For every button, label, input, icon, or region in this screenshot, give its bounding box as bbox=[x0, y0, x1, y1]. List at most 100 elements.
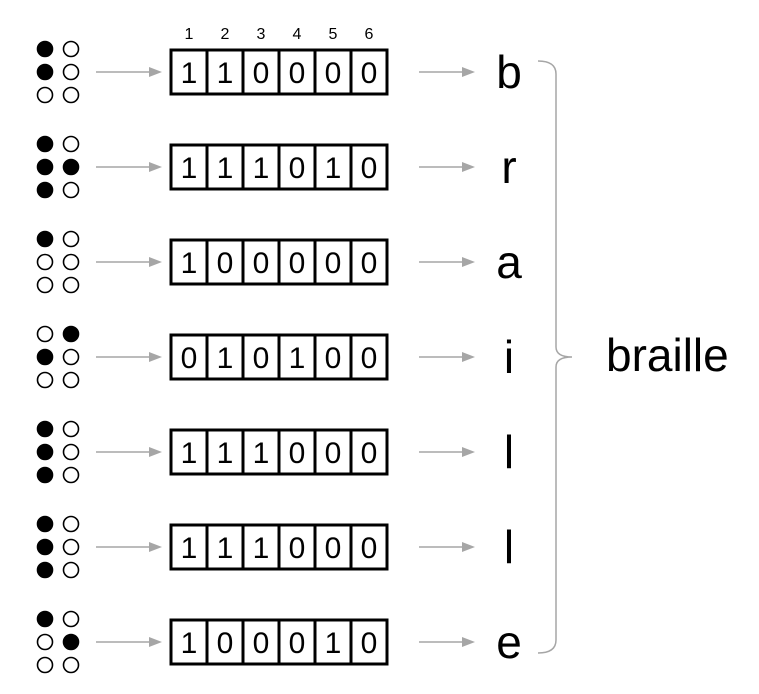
column-number-label: 6 bbox=[365, 26, 374, 43]
raised-dot-icon bbox=[36, 230, 54, 248]
arrow-right-icon bbox=[462, 637, 475, 647]
bit-value: 1 bbox=[217, 152, 234, 185]
raised-dot-icon bbox=[36, 466, 54, 484]
column-number-label: 3 bbox=[257, 26, 266, 43]
flat-dot-icon bbox=[36, 325, 54, 343]
bit-value: 0 bbox=[361, 437, 378, 470]
decoded-letter: l bbox=[504, 521, 514, 573]
bit-value: 1 bbox=[217, 57, 234, 90]
bit-value: 1 bbox=[217, 437, 234, 470]
bit-value: 0 bbox=[217, 627, 234, 660]
raised-dot-icon bbox=[36, 63, 54, 81]
arrow-right-icon bbox=[462, 542, 475, 552]
bit-value: 0 bbox=[289, 152, 306, 185]
bit-value: 1 bbox=[325, 627, 342, 660]
bit-value: 0 bbox=[361, 627, 378, 660]
raised-dot-icon bbox=[36, 443, 54, 461]
arrow-right-icon bbox=[462, 67, 475, 77]
flat-dot-icon bbox=[62, 276, 80, 294]
flat-dot-icon bbox=[62, 348, 80, 366]
raised-dot-icon bbox=[36, 135, 54, 153]
flat-dot-icon bbox=[62, 656, 80, 674]
bit-value: 1 bbox=[217, 532, 234, 565]
raised-dot-icon bbox=[62, 158, 80, 176]
flat-dot-icon bbox=[36, 633, 54, 651]
flat-dot-icon bbox=[62, 443, 80, 461]
flat-dot-icon bbox=[62, 40, 80, 58]
bit-value: 1 bbox=[253, 532, 270, 565]
flat-dot-icon bbox=[62, 610, 80, 628]
bit-value: 0 bbox=[325, 57, 342, 90]
raised-dot-icon bbox=[36, 610, 54, 628]
flat-dot-icon bbox=[36, 656, 54, 674]
arrow-right-icon bbox=[149, 352, 162, 362]
grouping-brace bbox=[537, 60, 573, 654]
arrow-right-icon bbox=[462, 162, 475, 172]
bit-value: 0 bbox=[325, 532, 342, 565]
raised-dot-icon bbox=[36, 515, 54, 533]
flat-dot-icon bbox=[62, 538, 80, 556]
raised-dot-icon bbox=[36, 181, 54, 199]
bit-value: 0 bbox=[181, 342, 198, 375]
bit-value: 0 bbox=[253, 247, 270, 280]
flat-dot-icon bbox=[62, 253, 80, 271]
arrow-right-icon bbox=[462, 257, 475, 267]
bit-value: 0 bbox=[217, 247, 234, 280]
bit-value: 1 bbox=[181, 247, 198, 280]
bit-value: 0 bbox=[325, 247, 342, 280]
flat-dot-icon bbox=[62, 135, 80, 153]
raised-dot-icon bbox=[62, 325, 80, 343]
raised-dot-icon bbox=[36, 538, 54, 556]
bit-value: 0 bbox=[289, 627, 306, 660]
bit-value: 0 bbox=[361, 532, 378, 565]
arrow-right-icon bbox=[149, 67, 162, 77]
arrow-right-icon bbox=[149, 637, 162, 647]
column-number-label: 1 bbox=[185, 26, 194, 43]
bit-value: 1 bbox=[253, 437, 270, 470]
decoded-letter: a bbox=[496, 236, 522, 288]
flat-dot-icon bbox=[36, 253, 54, 271]
result-word: braille bbox=[606, 329, 729, 381]
decoded-letter: b bbox=[496, 46, 522, 98]
flat-dot-icon bbox=[62, 561, 80, 579]
bit-value: 1 bbox=[217, 342, 234, 375]
bit-value: 0 bbox=[289, 247, 306, 280]
column-number-label: 5 bbox=[329, 26, 338, 43]
bit-value: 1 bbox=[253, 152, 270, 185]
bit-value: 1 bbox=[181, 152, 198, 185]
bit-value: 0 bbox=[361, 342, 378, 375]
decoded-letter: i bbox=[504, 331, 514, 383]
decoded-letter: l bbox=[504, 426, 514, 478]
bit-value: 0 bbox=[289, 57, 306, 90]
bit-value: 1 bbox=[181, 57, 198, 90]
bit-value: 1 bbox=[325, 152, 342, 185]
arrow-right-icon bbox=[462, 352, 475, 362]
flat-dot-icon bbox=[62, 371, 80, 389]
decoded-letter: e bbox=[496, 616, 522, 668]
bit-value: 0 bbox=[361, 247, 378, 280]
flat-dot-icon bbox=[62, 86, 80, 104]
bit-value: 0 bbox=[289, 437, 306, 470]
bit-value: 0 bbox=[361, 152, 378, 185]
raised-dot-icon bbox=[36, 561, 54, 579]
flat-dot-icon bbox=[62, 181, 80, 199]
decoded-letter: r bbox=[501, 141, 516, 193]
flat-dot-icon bbox=[36, 86, 54, 104]
bit-value: 0 bbox=[289, 532, 306, 565]
bit-value: 0 bbox=[253, 57, 270, 90]
bit-value: 1 bbox=[181, 627, 198, 660]
arrow-right-icon bbox=[462, 447, 475, 457]
raised-dot-icon bbox=[36, 158, 54, 176]
column-number-label: 4 bbox=[293, 26, 302, 43]
bit-value: 0 bbox=[361, 57, 378, 90]
